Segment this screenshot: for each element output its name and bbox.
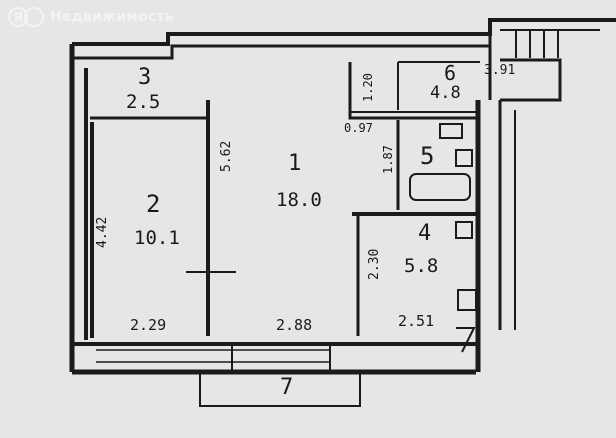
room-3-number: 3 bbox=[138, 65, 151, 90]
yandex-realty-watermark: Я Недвижимость bbox=[8, 7, 174, 27]
room-3-area: 2.5 bbox=[126, 91, 160, 113]
door-swing-icon bbox=[456, 327, 476, 353]
interior-walls bbox=[90, 61, 480, 338]
room-6-area: 4.8 bbox=[430, 83, 461, 103]
room-1-area: 18.0 bbox=[276, 189, 322, 211]
dimension-door: 0.97 bbox=[344, 121, 373, 135]
dimension-room4-side: 2.30 bbox=[367, 249, 382, 280]
kitchen-sink-icon bbox=[455, 221, 473, 239]
dimension-room1-side: 5.62 bbox=[219, 141, 234, 172]
outer-walls bbox=[69, 18, 616, 375]
brand-logo-ring-icon bbox=[24, 7, 44, 27]
room-2-number: 2 bbox=[146, 190, 160, 218]
room-4-area: 5.8 bbox=[404, 255, 438, 277]
room-2-area: 10.1 bbox=[134, 227, 180, 249]
sink-icon bbox=[439, 123, 463, 139]
room-6-number: 6 bbox=[444, 61, 456, 85]
dimension-room6-right: 3.91 bbox=[484, 63, 515, 78]
fixtures bbox=[409, 123, 477, 353]
dimension-room2-bottom: 2.29 bbox=[130, 316, 166, 334]
balcony bbox=[199, 344, 361, 407]
dimension-room5-side: 1.87 bbox=[381, 145, 395, 174]
dimension-room2-side: 4.42 bbox=[95, 217, 110, 248]
room-4-number: 4 bbox=[418, 221, 431, 246]
room-7-number: 7 bbox=[280, 375, 293, 400]
room-1-number: 1 bbox=[288, 151, 301, 176]
dimension-room1-bottom: 2.88 bbox=[276, 316, 312, 334]
stove-icon bbox=[457, 289, 477, 311]
watermark-brand-text: Недвижимость bbox=[50, 9, 174, 25]
bathtub-icon bbox=[409, 173, 471, 201]
dimension-room4-bottom: 2.51 bbox=[398, 312, 434, 330]
toilet-icon bbox=[455, 149, 473, 167]
dimension-room6-side: 1.20 bbox=[361, 73, 375, 102]
room-5-number: 5 bbox=[420, 142, 434, 170]
